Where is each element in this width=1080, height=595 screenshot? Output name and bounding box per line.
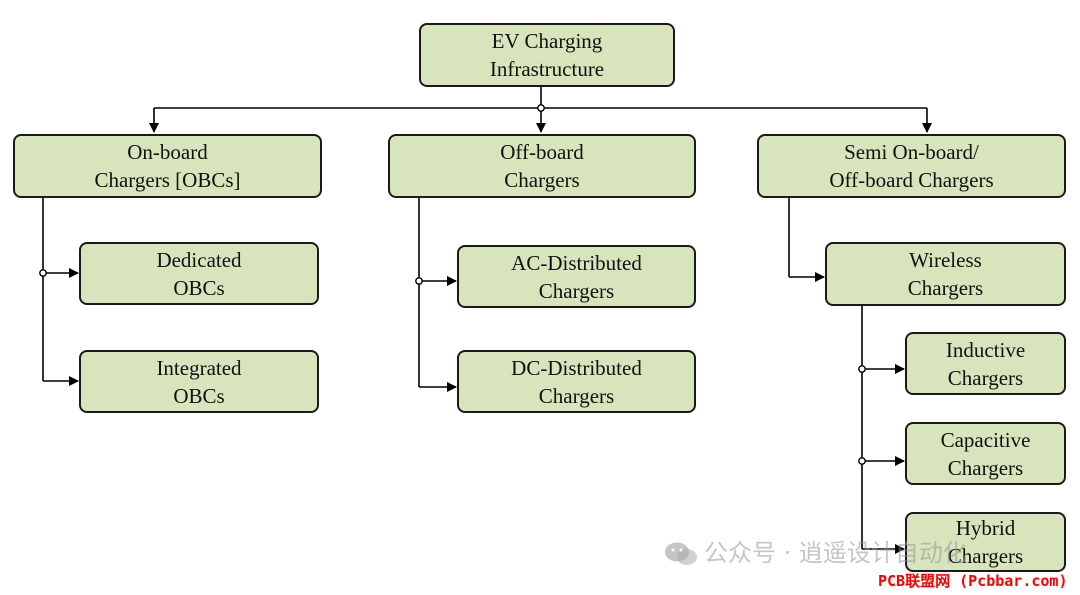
watermark: 公众号 · 逍遥设计自动化	[664, 533, 967, 568]
node-capacitive-label: Capacitive Chargers	[940, 427, 1031, 480]
site-credit: PCB联盟网 (Pcbbar.com)	[878, 572, 1068, 590]
junction-dot	[858, 457, 866, 465]
junction-dot	[537, 104, 545, 112]
node-dc-label: DC-Distributed Chargers	[511, 355, 642, 408]
node-ac-label: AC-Distributed Chargers	[511, 250, 642, 303]
node-root: EV Charging Infrastructure	[419, 23, 675, 87]
junction-dot	[858, 365, 866, 373]
node-dedicated-label: Dedicated OBCs	[156, 247, 242, 300]
node-capacitive: Capacitive Chargers	[905, 422, 1066, 485]
node-inductive: Inductive Chargers	[905, 332, 1066, 395]
node-inductive-label: Inductive Chargers	[945, 337, 1026, 390]
node-integrated-label: Integrated OBCs	[156, 355, 242, 408]
junction-dot	[39, 269, 47, 277]
node-semi-label: Semi On-board/ Off-board Chargers	[829, 140, 994, 192]
node-hybrid-label: Hybrid Chargers	[947, 516, 1024, 568]
node-wireless: Wireless Chargers	[825, 242, 1066, 306]
node-dc-distributed: DC-Distributed Chargers	[457, 350, 696, 413]
wechat-icon	[665, 542, 697, 565]
node-integrated-obcs: Integrated OBCs	[79, 350, 319, 413]
node-semi: Semi On-board/ Off-board Chargers	[757, 134, 1066, 198]
node-wireless-label: Wireless Chargers	[907, 248, 984, 300]
node-on-board: On-board Chargers [OBCs]	[13, 134, 322, 198]
node-dedicated-obcs: Dedicated OBCs	[79, 242, 319, 305]
junction-dot	[415, 277, 423, 285]
node-off-board-label: Off-board Chargers	[500, 140, 584, 192]
node-ac-distributed: AC-Distributed Chargers	[457, 245, 696, 308]
node-on-board-label: On-board Chargers [OBCs]	[94, 140, 241, 192]
node-root-label: EV Charging Infrastructure	[489, 29, 605, 81]
node-hybrid: Hybrid Chargers	[905, 512, 1066, 572]
node-off-board: Off-board Chargers	[388, 134, 696, 198]
watermark-text: 公众号 · 逍遥设计自动化	[704, 539, 967, 567]
